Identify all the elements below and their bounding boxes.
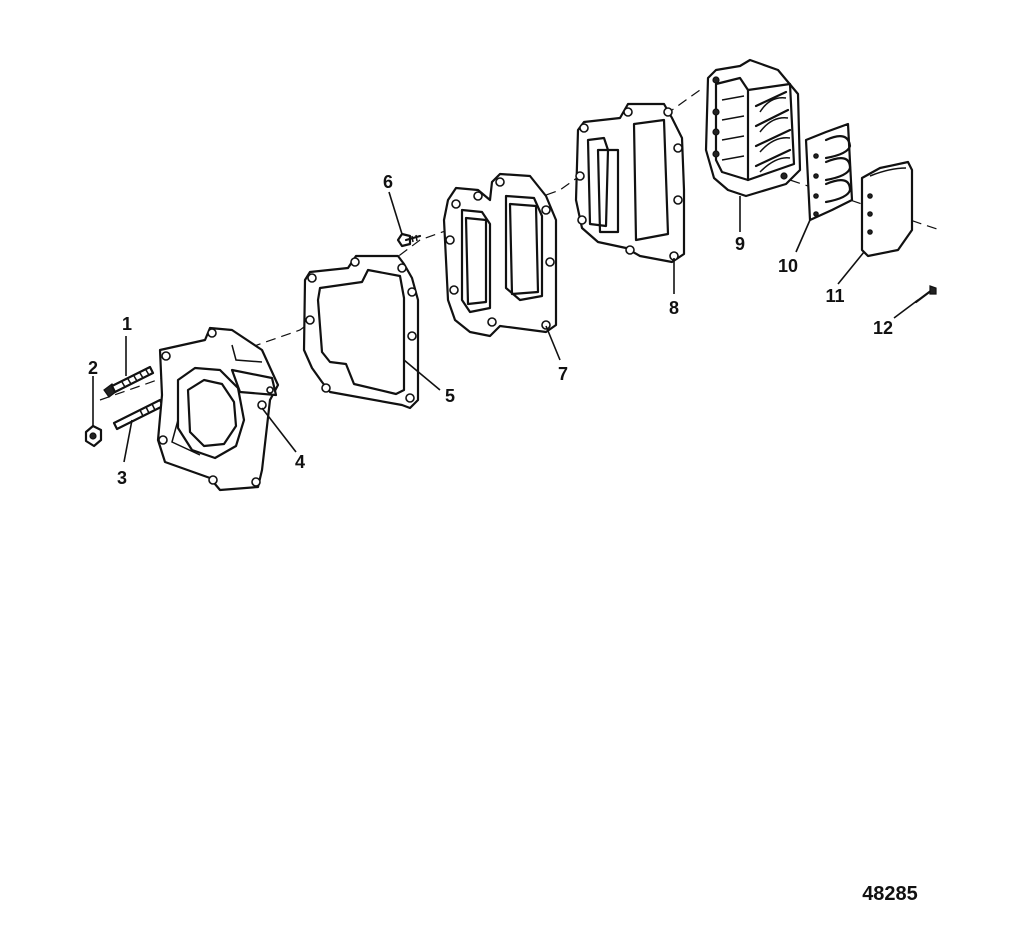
leader-line-5: [403, 359, 441, 391]
leader-line-11: [837, 251, 865, 285]
callout-2: 2: [88, 358, 98, 378]
part-reed-stop[interactable]: [860, 160, 914, 258]
callout-4: 4: [295, 452, 305, 472]
callout-7: 7: [558, 364, 568, 384]
callout-10: 10: [778, 256, 798, 276]
leader-line-3: [123, 419, 133, 463]
part-adaptor-plate[interactable]: [156, 326, 280, 492]
part-screw[interactable]: [396, 232, 422, 248]
callout-3: 3: [117, 468, 127, 488]
part-nut[interactable]: [84, 424, 103, 448]
leader-line-6: [388, 191, 403, 235]
part-reed-plate[interactable]: [442, 172, 558, 338]
callout-12: 12: [873, 318, 893, 338]
part-stud[interactable]: [112, 398, 165, 431]
part-bolt[interactable]: [103, 365, 155, 398]
part-gasket[interactable]: [302, 254, 420, 410]
callout-5: 5: [445, 386, 455, 406]
callout-8: 8: [669, 298, 679, 318]
callout-1: 1: [122, 314, 132, 334]
callout-11: 11: [825, 286, 844, 306]
figure-reference-number: 48285: [862, 883, 918, 905]
leader-line-4: [261, 407, 297, 453]
callout-6: 6: [383, 172, 393, 192]
part-reed-gasket[interactable]: [574, 102, 686, 264]
part-reed-block[interactable]: [704, 58, 802, 198]
leader-line-7: [545, 325, 561, 361]
callout-9: 9: [735, 234, 745, 254]
part-reed-petals[interactable]: [804, 122, 854, 222]
leader-line-12: [893, 299, 919, 319]
part-small-screw[interactable]: [914, 285, 937, 304]
leader-line-10: [795, 219, 811, 253]
